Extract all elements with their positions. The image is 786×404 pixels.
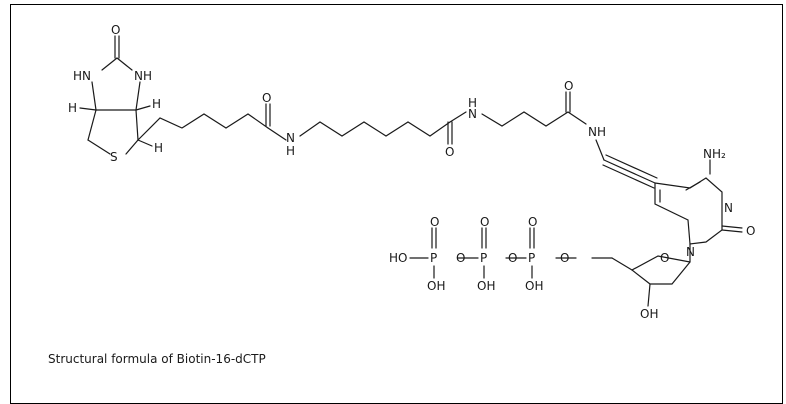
atom-labels: O HN NH H H S H O N H O N H O NH NH₂ N O… [68, 23, 755, 321]
figure-caption: Structural formula of Biotin-16-dCTP [48, 352, 266, 366]
atom-bridge1: O [456, 251, 465, 265]
atom-s: S [110, 150, 118, 164]
atom-p2: P [480, 251, 487, 265]
atom-bridge3: O [560, 251, 569, 265]
atom-hn-left: HN [73, 69, 91, 83]
atom-p1-o-top: O [430, 215, 439, 229]
atom-p1-ho: HO [389, 251, 407, 265]
atom-p1: P [430, 251, 437, 265]
atom-o4: O [746, 224, 755, 238]
bond-lines [79, 35, 743, 307]
figure-frame [10, 4, 783, 404]
atom-p3: P [528, 251, 535, 265]
atom-nh-right: NH [134, 69, 152, 83]
atom-n2: N [468, 107, 477, 121]
atom-p2-oh: OH [477, 279, 495, 293]
atom-n4: N [686, 245, 695, 259]
atom-o3: O [564, 79, 573, 93]
atom-h-right: H [152, 97, 161, 111]
atom-p1-oh: OH [427, 279, 445, 293]
atom-n3: N [724, 201, 733, 215]
atom-h1: H [286, 144, 295, 158]
atom-o-ring: O [660, 251, 669, 265]
atom-p3-o-top: O [528, 215, 537, 229]
atom-n1: N [286, 131, 295, 145]
atom-bridge2: O [508, 251, 517, 265]
atom-oh-ring: OH [640, 307, 658, 321]
atom-o2: O [445, 145, 454, 159]
atom-o-urea: O [111, 23, 120, 37]
atom-nh2: NH₂ [703, 147, 726, 161]
atom-p3-oh: OH [525, 279, 543, 293]
atom-h2: H [468, 96, 477, 110]
atom-o1: O [262, 91, 271, 105]
atom-h-bottom: H [154, 141, 163, 155]
atom-h-left: H [68, 101, 77, 115]
atom-nh3: NH [588, 125, 606, 139]
atom-p2-o-top: O [480, 215, 489, 229]
